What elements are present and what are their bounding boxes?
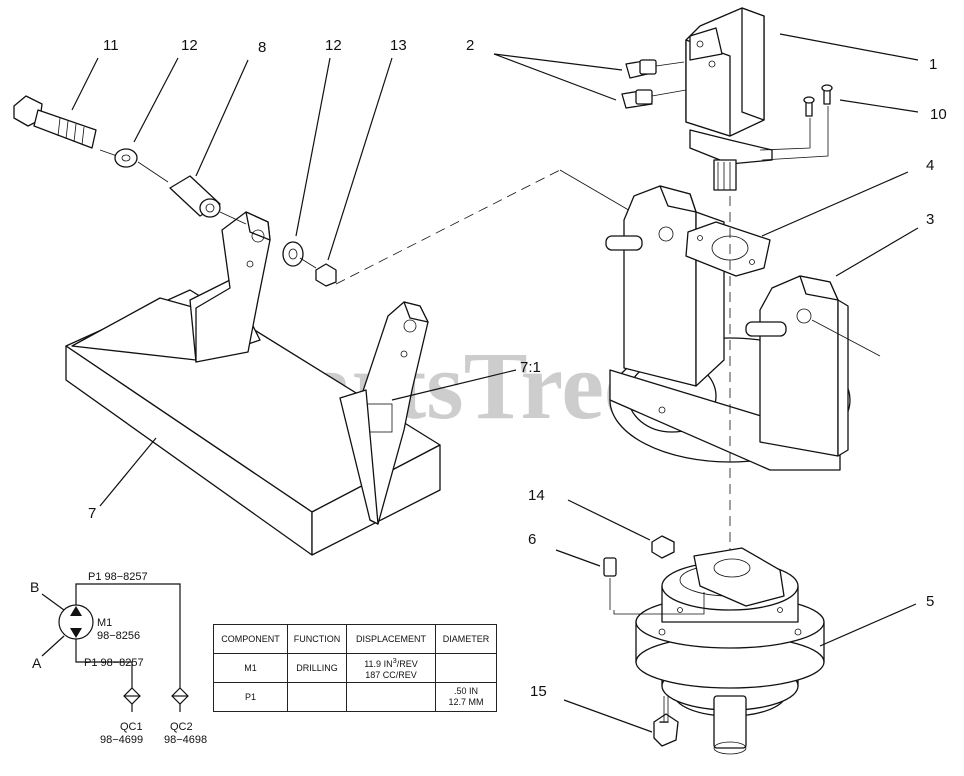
motor-part-1 [685,7,919,191]
motor-name: M1 [97,617,112,629]
component-spec-table: COMPONENT FUNCTION DISPLACEMENT DIAMETER… [213,624,497,712]
cell-component: P1 [213,682,288,712]
header-function: FUNCTION [287,624,347,654]
small-hardware [555,499,705,747]
callout-11: 11 [103,37,119,54]
table-header-row: COMPONENT FUNCTION DISPLACEMENT DIAMETER [213,624,497,654]
diameter-metric: 12.7 MM [448,697,484,707]
disp-metric: 187 CC/REV [365,670,417,680]
callout-4: 4 [926,157,934,174]
leader-7 [99,437,157,507]
port-a-label: A [32,655,42,671]
callout-5: 5 [926,593,934,610]
line-label-top: P1 98−8257 [88,571,148,583]
disp-exponent: 3 [392,656,397,665]
header-diameter: DIAMETER [435,624,497,654]
callout-8: 8 [258,39,266,56]
callout-12b: 12 [325,37,342,54]
qc2-part-number: 98−4698 [164,734,207,746]
callout-2: 2 [466,37,474,54]
callout-13: 13 [390,37,407,54]
frame-part-7 [65,211,517,556]
leader-7-1 [391,369,517,401]
motor-arrow-bottom [70,628,82,638]
disp-value: 11.9 IN [364,659,393,669]
callout-10: 10 [930,106,947,123]
callout-12a: 12 [181,37,198,54]
callout-6: 6 [528,531,536,548]
callout-7: 7 [88,505,96,522]
hydraulic-schematic: B A M1 98−8256 P1 98−8257 P1 98−8257 QC1… [30,571,207,746]
cell-displacement [346,682,436,712]
pivot-hardware [13,57,633,287]
callout-7-1: 7:1 [520,359,541,376]
header-displacement: DISPLACEMENT [346,624,436,654]
gearbox-part-5 [635,547,917,755]
screws-part-10 [759,84,919,161]
disp-unit: /REV [396,659,418,669]
qc1-part-number: 98−4699 [100,734,143,746]
diameter-imperial: .50 IN [453,686,478,696]
callout-1: 1 [929,56,937,73]
callout-3: 3 [926,211,934,228]
motor-part-number: 98−8256 [97,630,140,642]
header-component: COMPONENT [213,624,288,654]
cell-function [287,682,347,712]
cell-diameter [435,653,497,683]
callout-15: 15 [530,683,547,700]
qc2-name: QC2 [170,721,193,733]
motor-arrow-top [70,606,82,616]
cradle-part-3 [605,185,919,471]
table-row: M1 DRILLING 11.9 IN3/REV 187 CC/REV [213,653,497,683]
fittings-part-2 [493,53,687,109]
gasket-part-4 [685,171,909,277]
callout-14: 14 [528,487,545,504]
cell-displacement: 11.9 IN3/REV 187 CC/REV [346,653,436,683]
cell-diameter: .50 IN 12.7 MM [435,682,497,712]
line-label-bottom: P1 98−8257 [84,657,144,669]
cell-function: DRILLING [287,653,347,683]
qc1-name: QC1 [120,721,143,733]
table-row: P1 .50 IN 12.7 MM [213,682,497,712]
cell-component: M1 [213,653,288,683]
port-b-label: B [30,579,39,595]
